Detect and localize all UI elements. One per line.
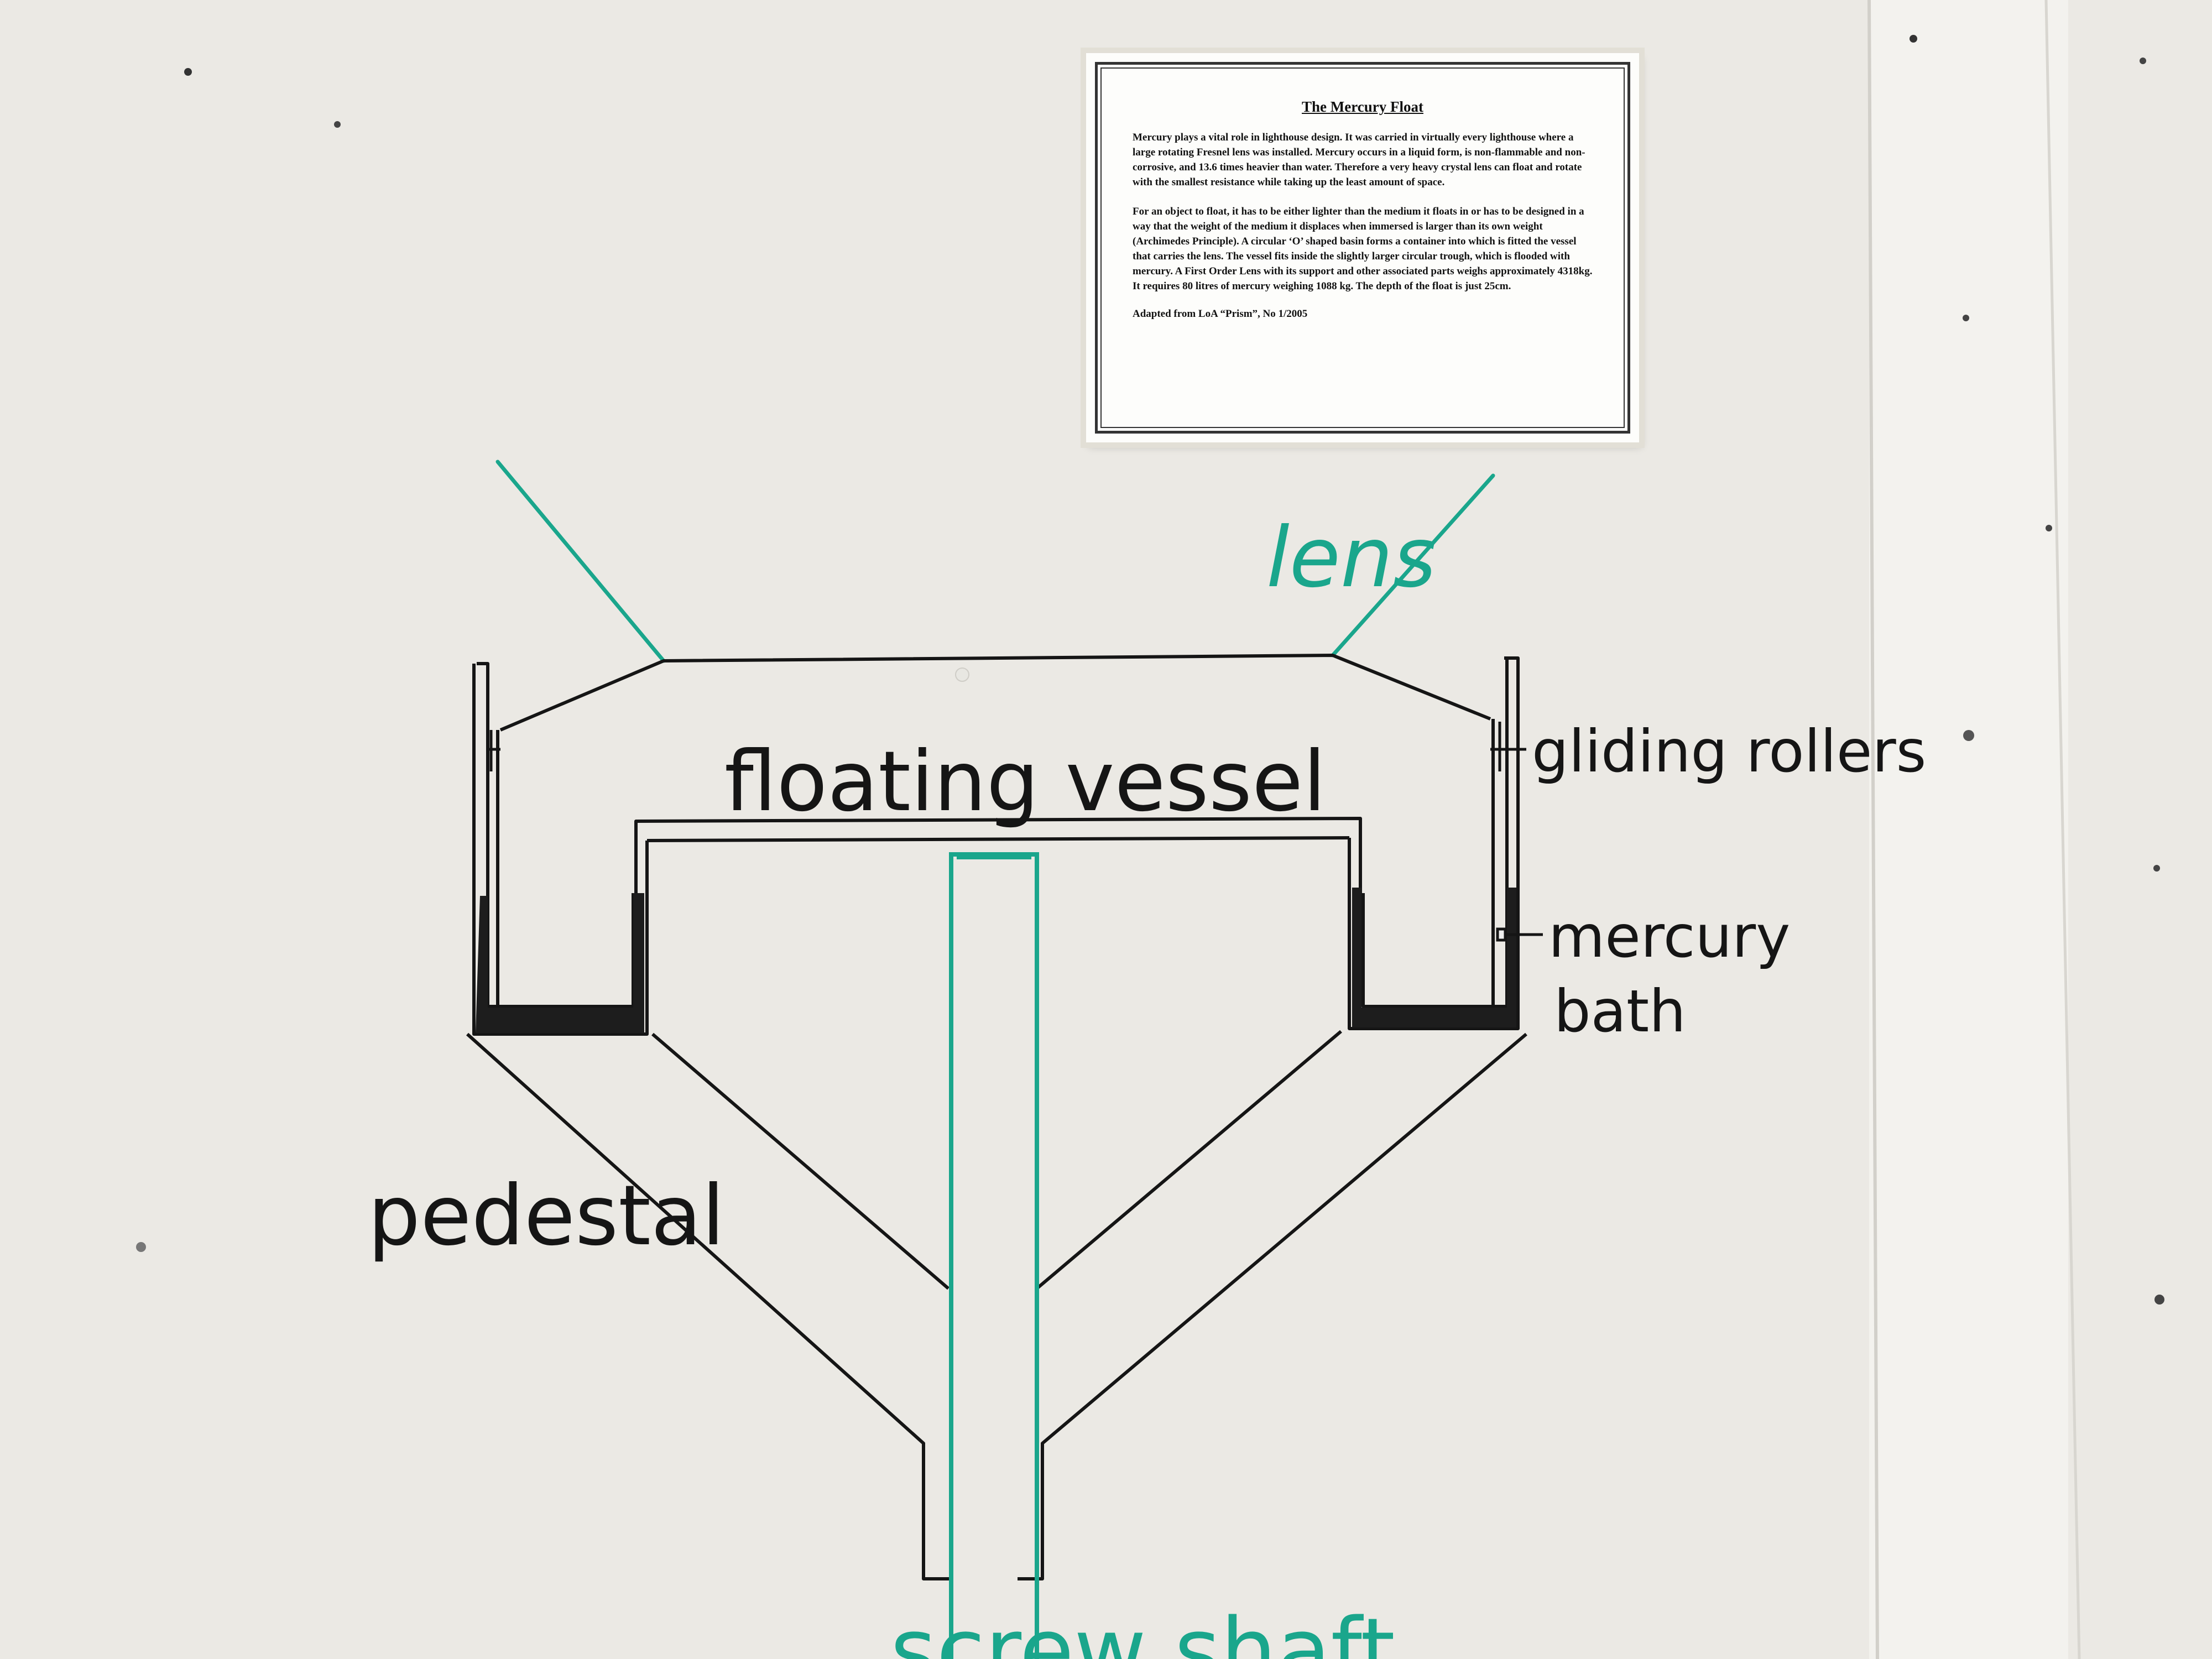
label-screw-shaft: screw shaft [890, 1599, 1395, 1659]
plaque-paragraph-2: For an object to float, it has to be eit… [1133, 206, 1593, 292]
plaque-paragraph-1: Mercury plays a vital role in lighthouse… [1133, 132, 1585, 188]
plaque-frame: The Mercury Float Mercury plays a vital … [1095, 62, 1630, 434]
label-lens: lens [1266, 510, 1436, 606]
plaque-content: The Mercury Float Mercury plays a vital … [1100, 67, 1625, 428]
gliding-rollers [487, 722, 1526, 771]
label-gliding-rollers: gliding rollers [1532, 718, 1926, 785]
label-mercury-bath-line1: mercury [1548, 903, 1790, 971]
floating-vessel-outline [496, 654, 1495, 1018]
label-floating-vessel: floating vessel [724, 734, 1326, 830]
screw-shaft-outline [949, 852, 1039, 1659]
label-mercury-bath-line2: bath [1554, 978, 1686, 1045]
plaque-source: Adapted from LoA “Prism”, No 1/2005 [1133, 308, 1308, 320]
lens-lines [495, 460, 1495, 663]
label-pedestal: pedestal [368, 1168, 725, 1264]
mercury-bath-pointer [1496, 927, 1543, 942]
mercury-fill [476, 888, 1516, 1033]
pedestal-outline [466, 1030, 1527, 1580]
plaque-title: The Mercury Float [1302, 98, 1423, 115]
info-plaque: The Mercury Float Mercury plays a vital … [1086, 53, 1639, 442]
wall-post [1869, 0, 2068, 1659]
